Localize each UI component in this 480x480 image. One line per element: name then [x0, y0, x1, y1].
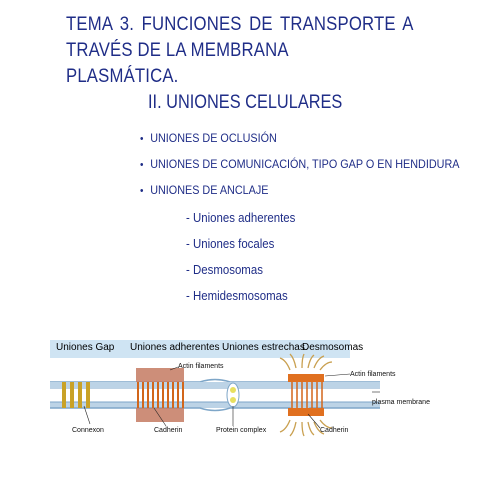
slide-title-line-1: TEMA 3. FUNCIONES DE TRANSPORTE A	[66, 14, 414, 35]
cell-junctions-diagram: Uniones Gap Uniones adherentes Uniones e…	[50, 340, 450, 440]
bullet-marker: •	[140, 159, 144, 171]
slide-title: TEMA 3. FUNCIONES DE TRANSPORTE A TRAVÉS…	[66, 12, 413, 90]
section-heading: II. UNIONES CELULARES	[148, 92, 343, 113]
junction-types-list: • UNIONES DE OCLUSIÓN • UNIONES DE COMUN…	[140, 130, 480, 208]
diagram-header-cell-desmosomas	[300, 340, 350, 358]
list-item-text: UNIONES DE COMUNICACIÓN, TIPO GAP O EN H…	[150, 157, 460, 171]
bullet-marker: •	[140, 133, 144, 145]
slide-title-line-2: TRAVÉS DE LA MEMBRANA PLASMÁTICA.	[66, 40, 288, 87]
sub-list-item: - Desmosomas	[186, 262, 263, 277]
header-label-adherentes: Uniones adherentes	[130, 342, 220, 353]
sub-list-item: - Uniones adherentes	[186, 210, 296, 225]
bullet-marker: •	[140, 185, 144, 197]
label-actin-filaments-2: Actin filaments	[350, 371, 396, 378]
list-item: • UNIONES DE ANCLAJE	[140, 182, 459, 208]
diagram-header-bar	[50, 340, 348, 358]
label-leader-lines	[83, 366, 380, 429]
label-plasma-membrane: plasma membrane	[372, 399, 430, 406]
label-cadherin-2: Cadherin	[320, 427, 349, 434]
header-label-desmosomas: Desmosomas	[302, 342, 364, 353]
label-cadherin-1: Cadherin	[154, 427, 183, 434]
lower-membrane	[50, 401, 380, 412]
list-item-text: UNIONES DE ANCLAJE	[150, 183, 269, 197]
label-connexon: Connexon	[72, 427, 104, 434]
list-item: • UNIONES DE OCLUSIÓN	[140, 130, 459, 156]
header-label-gap: Uniones Gap	[56, 342, 115, 353]
junction-illustration: Actin filaments Actin filaments plasma m…	[50, 353, 430, 437]
upper-membrane	[50, 378, 380, 389]
connexon-channels	[62, 382, 90, 408]
list-item-text: UNIONES DE OCLUSIÓN	[150, 131, 277, 145]
label-actin-filaments-1: Actin filaments	[178, 363, 224, 370]
adherens-junction	[136, 368, 184, 422]
label-protein-complex: Protein complex	[216, 427, 267, 434]
sub-list-item: - Uniones focales	[186, 236, 275, 251]
list-item: • UNIONES DE COMUNICACIÓN, TIPO GAP O EN…	[140, 156, 459, 182]
desmosome	[279, 353, 333, 437]
anchoring-junctions-list: - Uniones adherentes - Uniones focales -…	[186, 210, 310, 314]
sub-list-item: - Hemidesmosomas	[186, 288, 288, 303]
tight-junction	[226, 382, 240, 408]
header-label-estrechas: Uniones estrechas	[222, 342, 305, 353]
